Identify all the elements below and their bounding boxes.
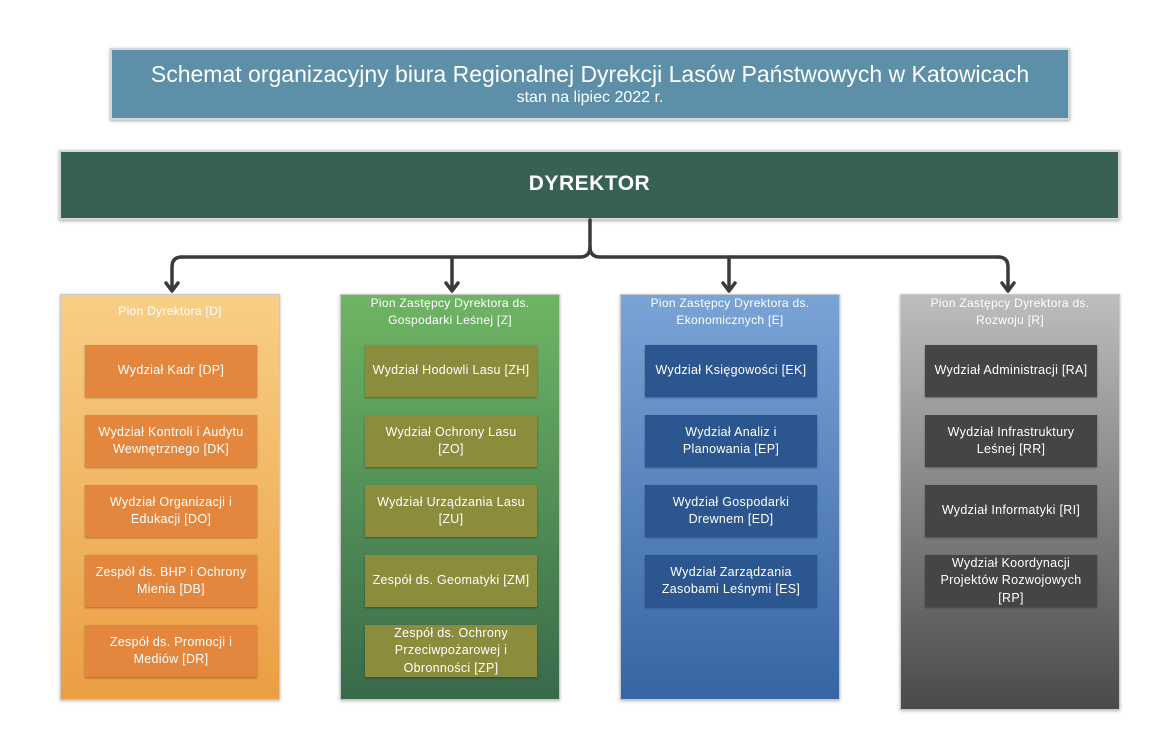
division-column-4: Pion Zastępcy Dyrektora ds. Rozwoju [R] W… — [900, 294, 1120, 710]
department-label: Zespół ds. Ochrony Przeciwpożarowej i Ob… — [394, 625, 508, 675]
department-label: Zespół ds. BHP i Ochrony Mienia [DB] — [95, 564, 247, 597]
department-box: Wydział Analiz i Planowania [EP] — [645, 415, 817, 467]
department-box: Zespół ds. Ochrony Przeciwpożarowej i Ob… — [365, 625, 537, 677]
department-box: Zespół ds. Promocji i Mediów [DR] — [85, 625, 257, 677]
department-label: Wydział Urządzania Lasu [ZU] — [377, 494, 525, 527]
department-label: Zespół ds. Geomatyki [ZM] — [372, 573, 530, 588]
connector-stem-left — [578, 218, 592, 259]
arrowhead-icon — [721, 281, 737, 293]
department-box: Wydział Koordynacji Projektów Rozwojowyc… — [925, 555, 1097, 607]
department-label: Wydział Koordynacji Projektów Rozwojowyc… — [940, 555, 1082, 605]
connector-stem-right — [588, 245, 602, 259]
division-header: Pion Dyrektora [D] — [118, 304, 222, 318]
department-box: Wydział Kadr [DP] — [85, 345, 257, 397]
department-box: Wydział Hodowli Lasu [ZH] — [365, 345, 537, 397]
department-box: Wydział Księgowości [EK] — [645, 345, 817, 397]
department-label: Wydział Analiz i Planowania [EP] — [682, 424, 780, 457]
department-box: Wydział Ochrony Lasu [ZO] — [365, 415, 537, 467]
department-label: Wydział Ochrony Lasu [ZO] — [385, 424, 517, 457]
chart-title: Schemat organizacyjny biura Regionalnej … — [150, 61, 1030, 87]
department-box: Wydział Informatyki [RI] — [925, 485, 1097, 537]
division-column-3: Pion Zastępcy Dyrektora ds. Ekonomicznyc… — [620, 294, 840, 700]
department-label: Wydział Infrastruktury Leśnej [RR] — [947, 424, 1075, 457]
division-column-2: Pion Zastępcy Dyrektora ds. Gospodarki L… — [340, 294, 560, 700]
department-label: Wydział Hodowli Lasu [ZH] — [372, 363, 530, 378]
department-label: Zespół ds. Promocji i Mediów [DR] — [109, 634, 233, 667]
department-box: Wydział Gospodarki Drewnem [ED] — [645, 485, 817, 537]
department-label: Wydział Kadr [DP] — [117, 363, 225, 378]
arrowhead-icon — [444, 281, 460, 293]
department-label: Wydział Administracji [RA] — [934, 363, 1088, 378]
chart-subtitle: stan na lipiec 2022 r. — [516, 89, 664, 106]
department-box: Wydział Organizacji i Edukacji [DO] — [85, 485, 257, 537]
division-header: Pion Zastępcy Dyrektora ds. Rozwoju [R] — [930, 296, 1090, 327]
department-label: Wydział Zarządzania Zasobami Leśnymi [ES… — [661, 564, 801, 597]
department-box: Wydział Infrastruktury Leśnej [RR] — [925, 415, 1097, 467]
department-box: Wydział Urządzania Lasu [ZU] — [365, 485, 537, 537]
division-column-1: Pion Dyrektora [D] Wydział Kadr [DP] Wydzi… — [60, 294, 280, 700]
department-label: Wydział Organizacji i Edukacji [DO] — [109, 494, 233, 527]
department-box: Zespół ds. BHP i Ochrony Mienia [DB] — [85, 555, 257, 607]
department-label: Wydział Kontroli i Audytu Wewnętrznego [… — [98, 424, 244, 457]
chart-title-banner: Schemat organizacyjny biura Regionalnej … — [110, 48, 1070, 120]
department-label: Wydział Gospodarki Drewnem [ED] — [672, 494, 790, 527]
connector-branch-1 — [170, 255, 184, 292]
department-box: Wydział Zarządzania Zasobami Leśnymi [ES… — [645, 555, 817, 607]
department-box: Zespół ds. Geomatyki [ZM] — [365, 555, 537, 607]
department-box: Wydział Administracji [RA] — [925, 345, 1097, 397]
division-header: Pion Zastępcy Dyrektora ds. Ekonomicznyc… — [650, 296, 810, 327]
connector-branch-4 — [996, 255, 1010, 292]
department-label: Wydział Księgowości [EK] — [655, 363, 807, 378]
department-label: Wydział Informatyki [RI] — [941, 503, 1081, 518]
arrowhead-icon — [1000, 281, 1016, 293]
director-label: DYREKTOR — [528, 172, 651, 195]
division-header: Pion Zastępcy Dyrektora ds. Gospodarki L… — [370, 296, 530, 327]
arrowhead-icon — [164, 281, 180, 293]
department-box: Wydział Kontroli i Audytu Wewnętrznego [… — [85, 415, 257, 467]
